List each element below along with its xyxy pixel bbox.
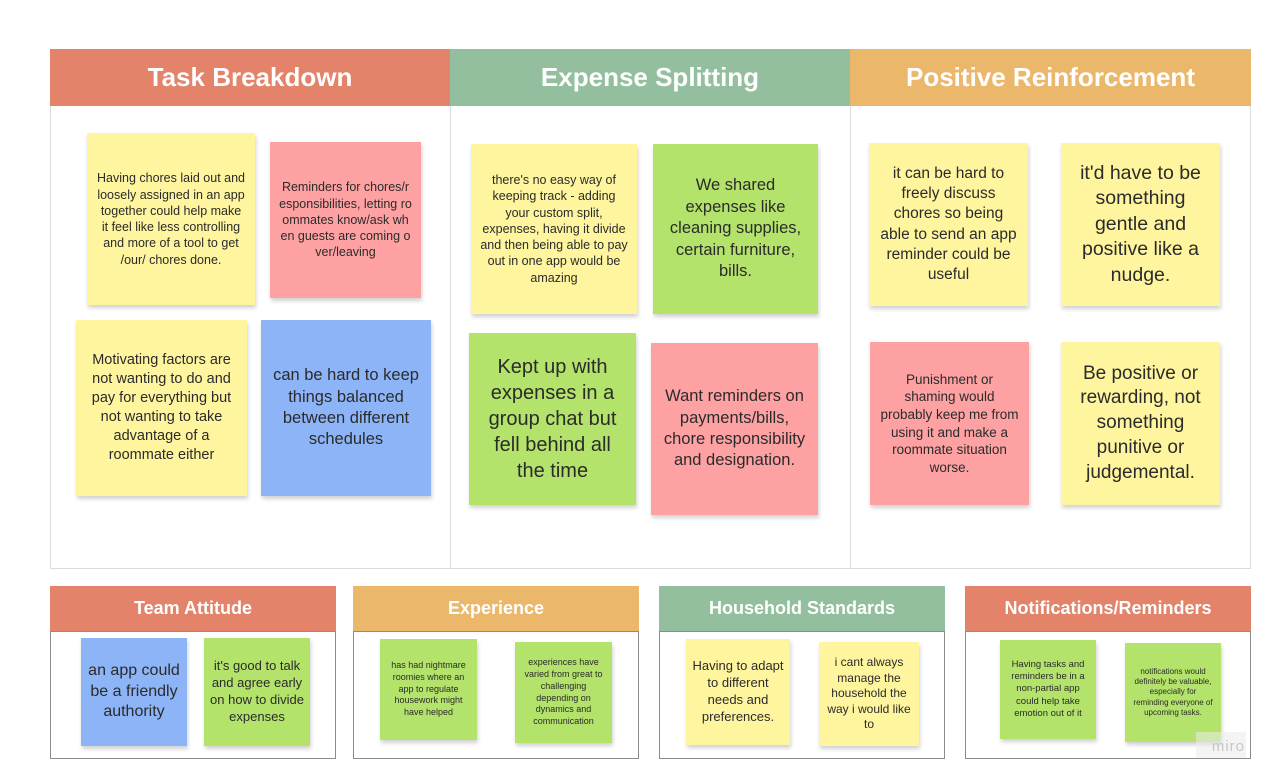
sticky-note[interactable]: Having chores laid out and loosely assig… bbox=[87, 133, 255, 305]
watermark-background bbox=[1196, 732, 1246, 758]
sticky-note[interactable]: experiences have varied from great to ch… bbox=[515, 642, 612, 743]
sticky-note[interactable]: Be positive or rewarding, not something … bbox=[1061, 342, 1220, 505]
positive-reinforcement-header[interactable]: Positive Reinforcement bbox=[850, 49, 1251, 106]
team-attitude-header[interactable]: Team Attitude bbox=[50, 586, 336, 632]
household-standards-header[interactable]: Household Standards bbox=[659, 586, 945, 632]
sticky-note[interactable]: Want reminders on payments/bills, chore … bbox=[651, 343, 818, 515]
sticky-note[interactable]: an app could be a friendly authority bbox=[81, 638, 187, 746]
sticky-note[interactable]: i cant always manage the household the w… bbox=[819, 642, 919, 746]
sticky-note[interactable]: Punishment or shaming would probably kee… bbox=[870, 342, 1029, 505]
sticky-note[interactable]: it's good to talk and agree early on how… bbox=[204, 638, 310, 746]
sticky-note[interactable]: We shared expenses like cleaning supplie… bbox=[653, 144, 818, 314]
sticky-note[interactable]: it'd have to be something gentle and pos… bbox=[1061, 143, 1220, 306]
sticky-note[interactable]: can be hard to keep things balanced betw… bbox=[261, 320, 431, 496]
experience-header[interactable]: Experience bbox=[353, 586, 639, 632]
sticky-note[interactable]: notifications would definitely be valuab… bbox=[1125, 643, 1221, 742]
miro-logo: miro bbox=[1211, 738, 1245, 755]
sticky-note[interactable]: Motivating factors are not wanting to do… bbox=[76, 320, 247, 496]
sticky-note[interactable]: there's no easy way of keeping track - a… bbox=[471, 144, 637, 314]
sticky-note[interactable]: has had nightmare roomies where an app t… bbox=[380, 639, 477, 740]
sticky-note[interactable]: it can be hard to freely discuss chores … bbox=[869, 143, 1028, 306]
sticky-note[interactable]: Reminders for chores/responsibilities, l… bbox=[270, 142, 421, 298]
expense-splitting-header[interactable]: Expense Splitting bbox=[450, 49, 850, 106]
sticky-note[interactable]: Kept up with expenses in a group chat bu… bbox=[469, 333, 636, 505]
sticky-note[interactable]: Having to adapt to different needs and p… bbox=[686, 639, 790, 745]
notifications-reminders-header[interactable]: Notifications/Reminders bbox=[965, 586, 1251, 632]
task-breakdown-header[interactable]: Task Breakdown bbox=[50, 49, 450, 106]
sticky-note[interactable]: Having tasks and reminders be in a non-p… bbox=[1000, 640, 1096, 739]
